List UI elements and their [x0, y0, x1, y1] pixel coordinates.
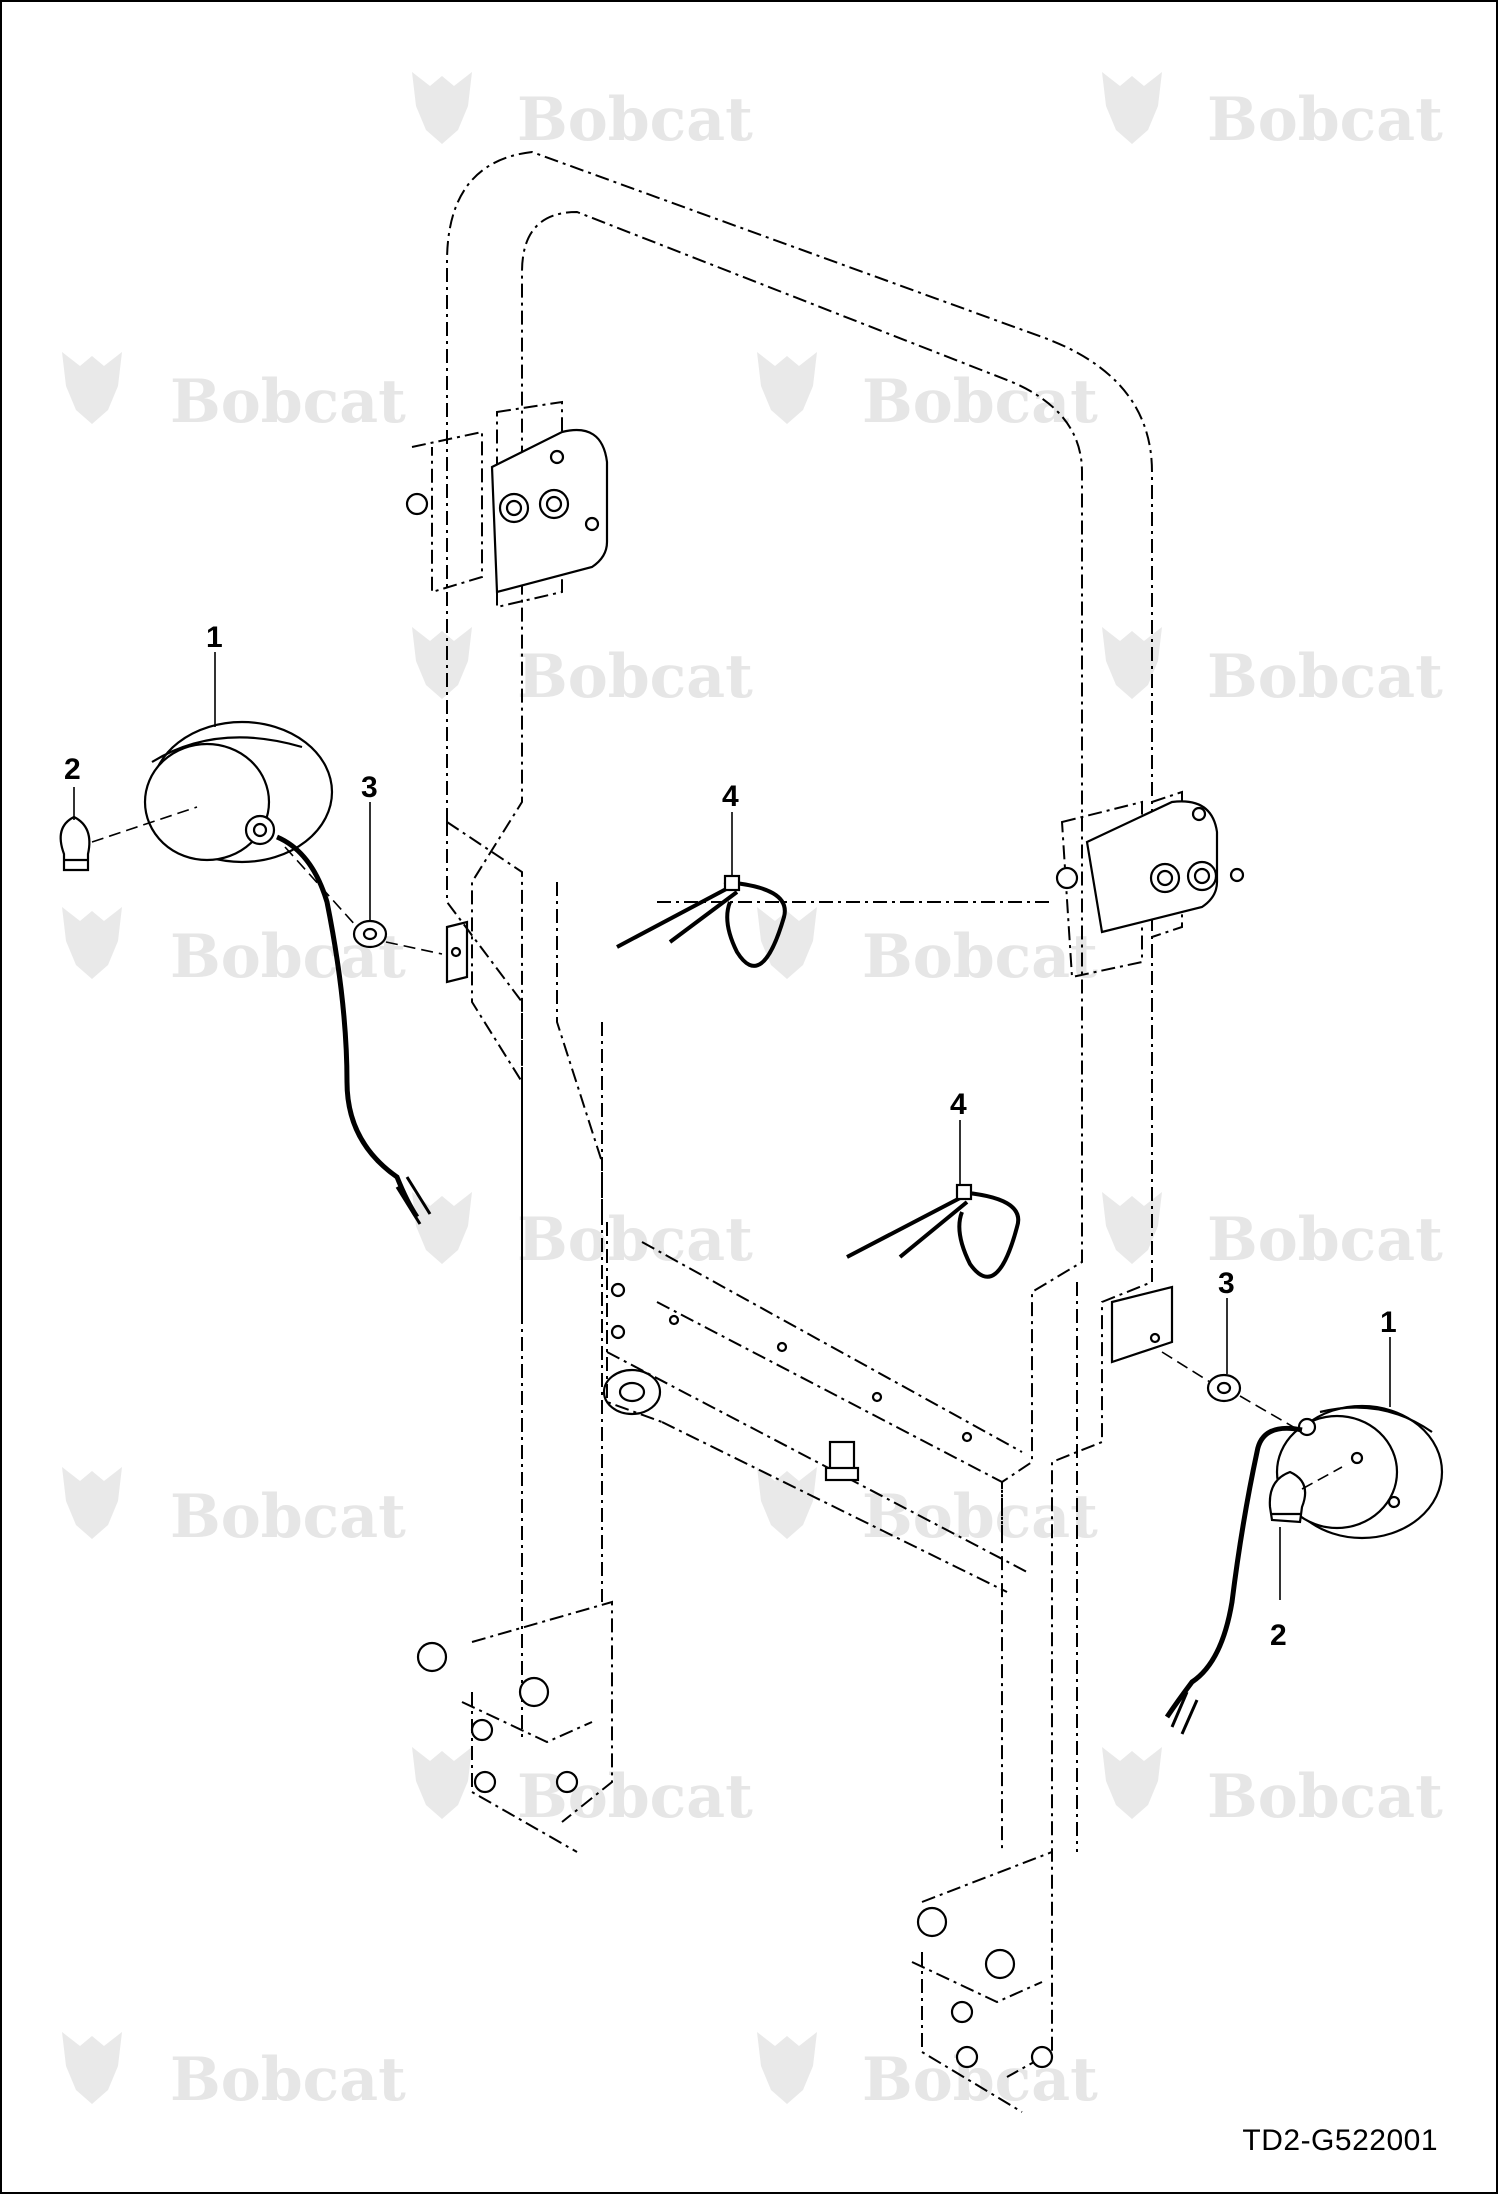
svg-text:Bobcat: Bobcat — [1207, 1205, 1443, 1275]
watermark: Bobcat — [757, 2032, 1098, 2115]
bolt-icon — [416, 1641, 448, 1673]
frame-hardware — [405, 428, 1245, 2069]
light-housing-icon — [1275, 1404, 1444, 1540]
washer-icon — [352, 919, 388, 949]
right-work-light — [1161, 1351, 1444, 1735]
callout-1-left: 1 — [206, 621, 223, 654]
watermark: Bobcat — [1102, 627, 1443, 712]
svg-text:Bobcat: Bobcat — [862, 922, 1098, 992]
svg-text:Bobcat: Bobcat — [862, 1482, 1098, 1552]
washer-icon — [1206, 1373, 1242, 1403]
cable-tie-upper — [616, 874, 787, 968]
cable-tie-lower — [846, 1183, 1021, 1279]
watermark: Bobcat — [62, 907, 406, 992]
svg-text:Bobcat: Bobcat — [170, 2045, 406, 2115]
bolt-icon — [518, 1676, 550, 1708]
watermark: Bobcat — [1102, 72, 1443, 155]
watermark: Bobcat — [62, 1467, 406, 1552]
callout-layer: 1 2 3 4 4 3 1 2 — [64, 621, 1397, 1652]
watermark-layer: Bobcat Bobcat Bobcat Bobcat Bobcat Bobca… — [62, 72, 1443, 2115]
watermark: Bobcat — [1102, 1192, 1443, 1275]
svg-text:Bobcat: Bobcat — [517, 1762, 753, 1832]
light-housing-icon — [143, 720, 334, 864]
svg-text:Bobcat: Bobcat — [862, 367, 1098, 437]
bolt-icon — [498, 492, 530, 524]
watermark: Bobcat — [1102, 1747, 1443, 1832]
svg-text:Bobcat: Bobcat — [1207, 85, 1443, 155]
bolt-icon — [405, 492, 429, 516]
svg-text:Bobcat: Bobcat — [517, 85, 753, 155]
callout-4-lower: 4 — [950, 1088, 967, 1121]
bolt-icon — [955, 2045, 979, 2069]
bolt-icon — [984, 1948, 1016, 1980]
callout-3-left: 3 — [361, 771, 378, 804]
callout-1-right: 1 — [1380, 1306, 1397, 1339]
bulb-icon — [1268, 1470, 1307, 1524]
bolt-icon — [1055, 866, 1079, 890]
callout-3-right: 3 — [1218, 1267, 1235, 1300]
bolt-icon — [1149, 862, 1181, 894]
bulb-icon — [59, 815, 91, 872]
bolt-icon — [916, 1906, 948, 1938]
svg-text:Bobcat: Bobcat — [1207, 1762, 1443, 1832]
watermark: Bobcat — [412, 1192, 753, 1275]
watermark: Bobcat — [412, 627, 753, 712]
bolt-icon — [1030, 2045, 1054, 2069]
svg-text:Bobcat: Bobcat — [1207, 642, 1443, 712]
bolt-icon — [538, 488, 570, 520]
watermark: Bobcat — [62, 352, 406, 437]
watermark: Bobcat — [412, 1747, 753, 1832]
watermark: Bobcat — [62, 2032, 406, 2115]
bolt-icon — [1186, 860, 1218, 892]
bolt-icon — [470, 1718, 494, 1742]
svg-text:Bobcat: Bobcat — [517, 642, 753, 712]
bolt-icon — [950, 2000, 974, 2024]
bolt-icon — [473, 1770, 497, 1794]
svg-text:Bobcat: Bobcat — [170, 1482, 406, 1552]
watermark: Bobcat — [412, 72, 753, 155]
svg-text:Bobcat: Bobcat — [862, 2045, 1098, 2115]
grease-fitting-icon — [824, 1440, 860, 1482]
bolt-icon — [555, 1770, 579, 1794]
callout-4-upper: 4 — [722, 780, 739, 813]
callout-2-right: 2 — [1270, 1619, 1287, 1652]
callout-2-left: 2 — [64, 753, 81, 786]
svg-text:Bobcat: Bobcat — [170, 367, 406, 437]
watermark: Bobcat — [757, 907, 1098, 992]
svg-text:Bobcat: Bobcat — [517, 1205, 753, 1275]
left-work-light — [59, 720, 443, 1225]
watermark: Bobcat — [757, 1467, 1098, 1552]
watermark: Bobcat — [757, 352, 1098, 437]
drawing-code: TD2-G522001 — [1242, 2124, 1438, 2157]
